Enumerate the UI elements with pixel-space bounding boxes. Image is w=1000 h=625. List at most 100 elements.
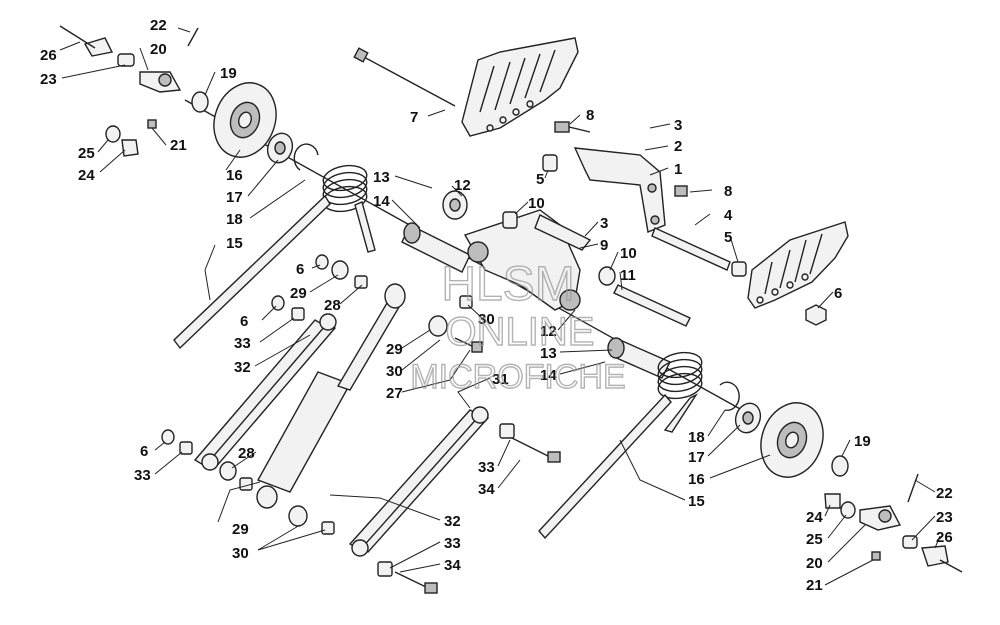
callout: 16 — [226, 167, 243, 184]
callout: 29 — [290, 285, 307, 302]
callout: 12 — [454, 177, 471, 194]
callout: 6 — [140, 443, 148, 460]
spacer-upper-left — [191, 91, 209, 113]
callout: 12 — [540, 323, 557, 340]
callout: 18 — [226, 211, 243, 228]
callout: 17 — [226, 189, 243, 206]
callout: 25 — [78, 145, 95, 162]
callout: 34 — [478, 481, 495, 498]
watermark-line-1: HLSM — [441, 258, 574, 311]
callout: 5 — [536, 171, 544, 188]
callout: 27 — [386, 385, 403, 402]
callout: 21 — [806, 577, 823, 594]
leader-lines — [59, 27, 941, 586]
shock-bracket — [573, 147, 666, 233]
callout: 29 — [232, 521, 249, 538]
axle-shaft-11 — [613, 284, 691, 327]
callout: 32 — [234, 359, 251, 376]
bearing-upper-left — [266, 132, 294, 164]
callout: 10 — [528, 195, 545, 212]
callout: 20 — [806, 555, 823, 572]
bushings-left-group — [161, 254, 515, 577]
bushing-10-lower — [598, 266, 616, 286]
connecting-arm-left — [193, 313, 337, 471]
callout: 28 — [238, 445, 255, 462]
callout: 6 — [240, 313, 248, 330]
callout: 26 — [40, 47, 57, 64]
washer-left — [105, 119, 157, 157]
callout: 14 — [373, 193, 390, 210]
idler-wheel-lower-right — [760, 402, 824, 478]
callout: 33 — [134, 467, 151, 484]
idler-wheel-upper-left — [213, 82, 277, 158]
callout: 18 — [688, 429, 705, 446]
callout: 31 — [492, 371, 509, 388]
callout: 28 — [324, 297, 341, 314]
callout: 29 — [386, 341, 403, 358]
snap-ring-lower-right — [719, 381, 740, 411]
axle-bolt-upper-left — [59, 25, 199, 93]
callout: 17 — [688, 449, 705, 466]
callout: 15 — [688, 493, 705, 510]
callout: 33 — [478, 459, 495, 476]
bushing-12-upper — [442, 190, 468, 220]
axle-shaft-4 — [651, 227, 731, 271]
callout: 33 — [444, 535, 461, 552]
callout: 5 — [724, 229, 732, 246]
callout: 13 — [540, 345, 557, 362]
nut-6-right — [805, 304, 827, 326]
callout: 1 — [674, 161, 682, 178]
upper-rail-segment — [461, 37, 579, 137]
callout: 8 — [586, 107, 594, 124]
callout: 3 — [600, 215, 608, 232]
callout: 23 — [936, 509, 953, 526]
pivot-arm-9 — [463, 209, 592, 311]
torsion-spring-upper-left — [173, 164, 376, 350]
callout: 24 — [78, 167, 95, 184]
callout: 6 — [296, 261, 304, 278]
watermark: HLSM ONLINE MICROFICHE — [410, 257, 627, 396]
long-bolt — [353, 47, 456, 107]
callout: 22 — [150, 17, 167, 34]
callout: 19 — [220, 65, 237, 82]
callout: 2 — [674, 138, 682, 155]
lower-rail-segment — [747, 221, 849, 309]
pivot-shaft-lower — [607, 337, 671, 379]
callout: 30 — [232, 545, 249, 562]
callout: 6 — [834, 285, 842, 302]
spacer-5-upper — [542, 154, 558, 172]
spacer-5-lower — [731, 261, 747, 277]
callout: 34 — [444, 557, 461, 574]
callout: 15 — [226, 235, 243, 252]
callout: 32 — [444, 513, 461, 530]
connecting-arm-center — [348, 406, 490, 557]
callout: 16 — [688, 471, 705, 488]
callout: 19 — [854, 433, 871, 450]
bolt-8-right — [674, 185, 688, 197]
callout: 14 — [540, 367, 557, 384]
callout: 13 — [373, 169, 390, 186]
callout: 4 — [724, 207, 733, 224]
callout: 20 — [150, 41, 167, 58]
spacer-lower-right — [831, 455, 849, 477]
callout: 23 — [40, 71, 57, 88]
callout: 22 — [936, 485, 953, 502]
callout: 3 — [674, 117, 682, 134]
shock-absorber — [256, 283, 406, 509]
callout: 11 — [620, 267, 636, 284]
callout: 30 — [386, 363, 403, 380]
bearing-lower-right — [734, 402, 762, 434]
callouts: 26 22 20 23 19 25 24 21 16 17 18 15 7 8 … — [40, 17, 953, 594]
callout: 21 — [170, 137, 187, 154]
torsion-spring-lower-right — [538, 351, 703, 540]
callout: 26 — [936, 529, 953, 546]
snap-ring-upper-left — [293, 143, 319, 171]
callout: 33 — [234, 335, 251, 352]
callout: 8 — [724, 183, 732, 200]
callout: 7 — [410, 109, 418, 126]
callout: 24 — [806, 509, 823, 526]
bushing-10-upper — [502, 211, 518, 229]
callout: 9 — [600, 237, 608, 254]
watermark-line-2: ONLINE — [446, 310, 595, 354]
